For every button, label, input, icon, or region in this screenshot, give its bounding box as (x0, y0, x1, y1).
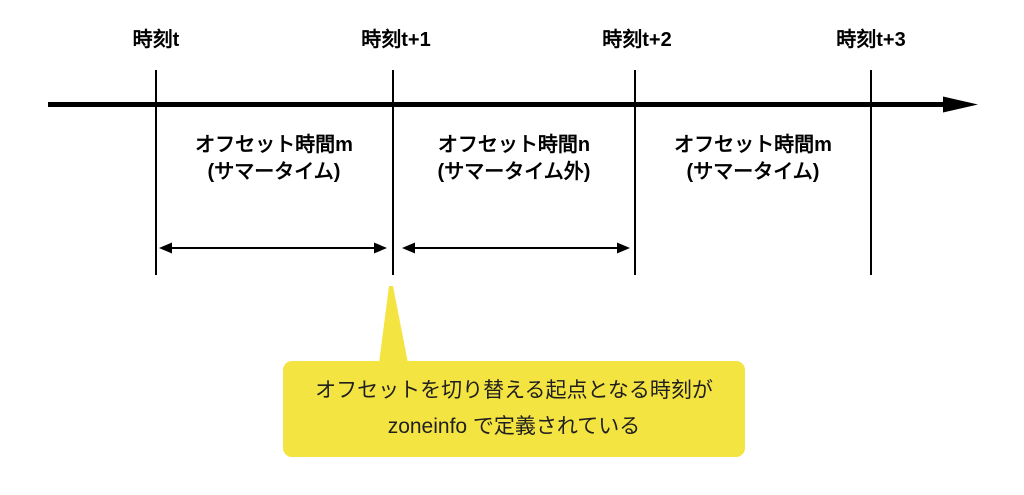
segment-label-offset-n: オフセット時間n (サマータイム外) (438, 132, 591, 186)
callout-line2: zoneinfo で定義されている (387, 415, 641, 438)
segment-label-line2: (サマータイム) (686, 161, 820, 183)
segment-label-offset-m-2: オフセット時間m (サマータイム) (674, 132, 832, 186)
callout-bubble: オフセットを切り替える起点となる時刻が zoneinfo で定義されている (283, 361, 745, 457)
segment-label-line2: (サマータイム外) (437, 161, 591, 183)
span-arrow-2-left-head-icon (402, 242, 415, 254)
time-label-t: 時刻t (132, 29, 180, 51)
time-label-t2: 時刻t+2 (602, 29, 672, 51)
callout-line1: オフセットを切り替える起点となる時刻が (315, 379, 713, 402)
span-arrow-1-left-head-icon (159, 242, 172, 254)
time-label-t1: 時刻t+1 (361, 29, 431, 51)
segment-label-line1: オフセット時間m (674, 134, 832, 156)
time-label-t3: 時刻t+3 (836, 29, 906, 51)
timeline-arrowhead-icon (943, 96, 978, 113)
span-arrow-1-right-head-icon (374, 242, 387, 254)
segment-label-line1: オフセット時間n (437, 134, 591, 156)
segment-label-line2: (サマータイム) (207, 161, 341, 183)
span-arrow-2-right-head-icon (617, 242, 630, 254)
callout-pointer-icon (379, 286, 408, 363)
span-arrow-2 (402, 242, 630, 254)
segment-label-offset-m-1: オフセット時間m (サマータイム) (195, 132, 353, 186)
segment-label-line1: オフセット時間m (195, 134, 353, 156)
span-arrow-1 (159, 242, 387, 254)
